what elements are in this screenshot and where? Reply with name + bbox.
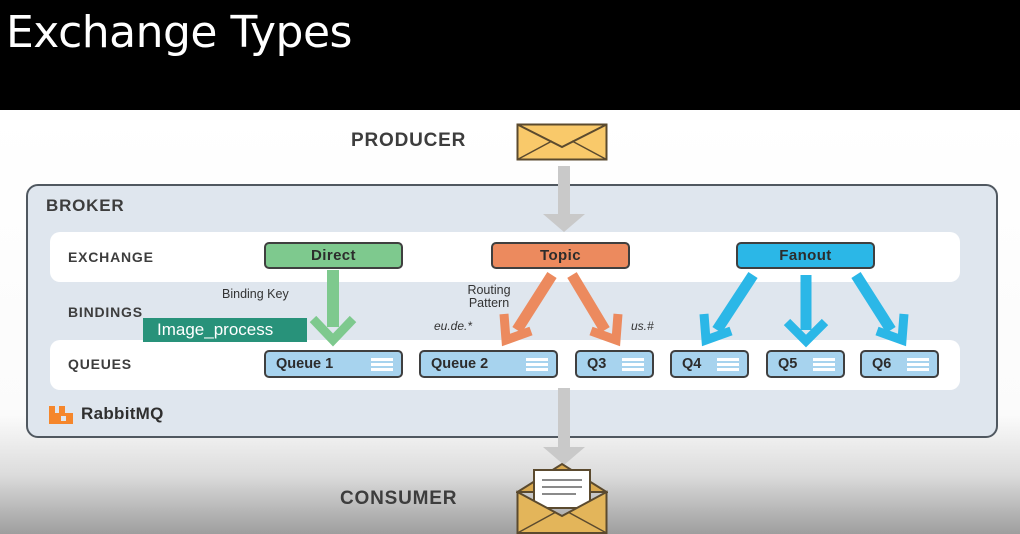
queue-3: Q3 (575, 350, 654, 378)
queue-lines-icon (717, 358, 739, 371)
direct-binding-arrow (309, 270, 357, 347)
fanout-arrow-q6 (851, 272, 909, 347)
queue-6-label: Q6 (872, 356, 892, 372)
image-process-tag: Image_process (143, 318, 307, 342)
queue-lines-icon (622, 358, 644, 371)
topic-arrow-us (567, 272, 623, 347)
queue-6: Q6 (860, 350, 939, 378)
queue-5-label: Q5 (778, 356, 798, 372)
queue-lines-icon (813, 358, 835, 371)
rabbitmq-logo-icon (49, 406, 73, 424)
topic-arrow-eu (499, 272, 557, 347)
diagram-slide: BROKER (0, 110, 1020, 534)
exchange-row-label: EXCHANGE (68, 249, 154, 265)
slide-title-bar: Exchange Types (0, 0, 1020, 110)
producer-arrow (543, 166, 585, 232)
queue-lines-icon (907, 358, 929, 371)
consumer-label: CONSUMER (340, 488, 458, 509)
queue-1-label: Queue 1 (276, 356, 334, 372)
fanout-arrow-q4 (699, 271, 758, 347)
queue-2-label: Queue 2 (431, 356, 489, 372)
producer-label: PRODUCER (351, 130, 467, 151)
queue-4: Q4 (670, 350, 749, 378)
fanout-exchange: Fanout (736, 242, 875, 269)
direct-exchange: Direct (264, 242, 403, 269)
topic-pattern-eu: eu.de.* (434, 319, 473, 333)
open-envelope-icon (516, 462, 608, 534)
queue-lines-icon (526, 358, 548, 371)
fanout-arrow-q5 (783, 275, 829, 348)
queue-lines-icon (371, 358, 393, 371)
consumer-arrow (543, 388, 585, 465)
queue-3-label: Q3 (587, 356, 607, 372)
queue-2: Queue 2 (419, 350, 558, 378)
topic-pattern-us: us.# (631, 319, 654, 333)
binding-key-label: Binding Key (222, 287, 289, 301)
envelope-icon (516, 123, 608, 161)
arrows-layer (309, 166, 909, 465)
rabbitmq-brand-label: RabbitMQ (81, 404, 164, 423)
slide-title: Exchange Types (6, 7, 352, 58)
queues-row-label: QUEUES (68, 356, 132, 372)
broker-label: BROKER (46, 196, 125, 215)
queue-1: Queue 1 (264, 350, 403, 378)
queue-4-label: Q4 (682, 356, 702, 372)
routing-pattern-label: Routing Pattern (467, 283, 511, 310)
queue-5: Q5 (766, 350, 845, 378)
topic-exchange: Topic (491, 242, 630, 269)
bindings-row-label: BINDINGS (68, 304, 143, 320)
broker-container (26, 184, 998, 438)
